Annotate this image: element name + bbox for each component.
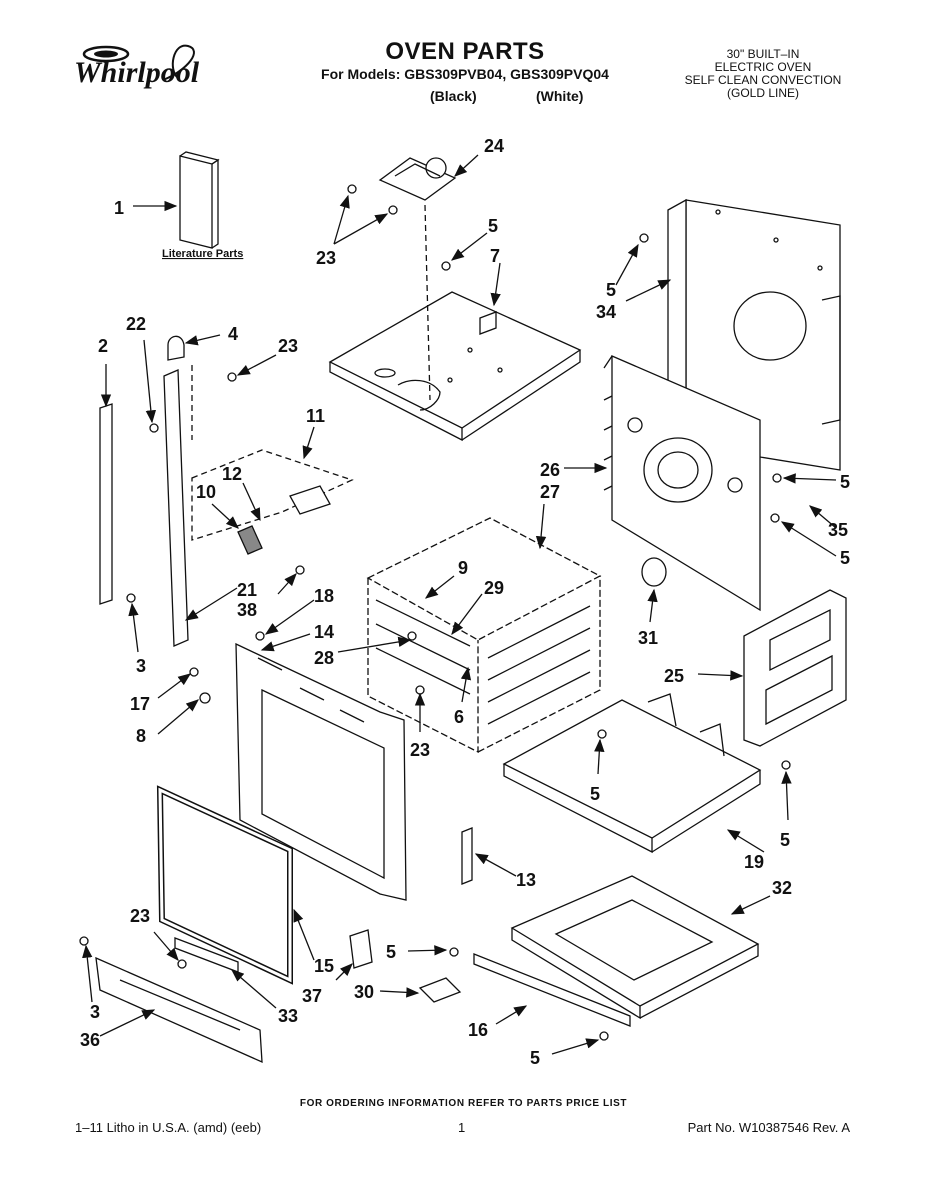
callout-19: 19 bbox=[744, 852, 764, 872]
literature-parts-label: Literature Parts bbox=[162, 248, 243, 260]
bottom-pan bbox=[510, 875, 760, 1020]
color-white: (White) bbox=[536, 88, 584, 104]
mounting-bracket bbox=[461, 827, 473, 885]
callout-29: 29 bbox=[484, 578, 504, 598]
ordering-note: FOR ORDERING INFORMATION REFER TO PARTS … bbox=[299, 1098, 628, 1109]
thermal-fuse bbox=[641, 557, 667, 587]
door-latch-bracket bbox=[349, 929, 373, 969]
callout-5: 5 bbox=[840, 472, 850, 492]
oven-cavity bbox=[366, 517, 602, 754]
callout-32: 32 bbox=[772, 878, 792, 898]
callout-13: 13 bbox=[516, 870, 536, 890]
callout-31: 31 bbox=[638, 628, 658, 648]
callout-5: 5 bbox=[606, 280, 616, 300]
callout-5: 5 bbox=[840, 548, 850, 568]
rear-panel bbox=[667, 198, 841, 471]
callout-17: 17 bbox=[130, 694, 150, 714]
callout-14: 14 bbox=[314, 622, 334, 642]
callout-5: 5 bbox=[590, 784, 600, 804]
hinge-bracket bbox=[418, 977, 462, 1003]
callout-26: 26 bbox=[540, 460, 560, 480]
callout-16: 16 bbox=[468, 1020, 488, 1040]
callout-12: 12 bbox=[222, 464, 242, 484]
callout-3: 3 bbox=[90, 1002, 100, 1022]
door-gasket bbox=[156, 785, 293, 985]
callout-28: 28 bbox=[314, 648, 334, 668]
callout-7: 7 bbox=[490, 246, 500, 266]
callout-9: 9 bbox=[458, 558, 468, 578]
side-trim-left bbox=[99, 369, 189, 647]
callout-5: 5 bbox=[780, 830, 790, 850]
callout-25: 25 bbox=[664, 666, 684, 686]
screws bbox=[79, 184, 791, 1041]
callout-5: 5 bbox=[488, 216, 498, 236]
callout-34: 34 bbox=[596, 302, 616, 322]
brand-wordmark: Whirlpool bbox=[74, 56, 200, 89]
callout-21: 21 bbox=[237, 580, 257, 600]
side-panel-right bbox=[743, 589, 847, 747]
callout-1: 1 bbox=[114, 198, 124, 218]
litho-info: 1–11 Litho in U.S.A. (amd) (eeb) bbox=[75, 1120, 262, 1135]
literature-book bbox=[179, 151, 220, 249]
callout-35: 35 bbox=[828, 520, 848, 540]
callout-15: 15 bbox=[314, 956, 334, 976]
model-numbers: For Models: GBS309PVB04, GBS309PVQ04 bbox=[321, 66, 609, 82]
callout-38: 38 bbox=[237, 600, 257, 620]
callout-2: 2 bbox=[98, 336, 108, 356]
callout-23: 23 bbox=[410, 740, 430, 760]
callout-3: 3 bbox=[136, 656, 146, 676]
desc-line: ELECTRIC OVEN bbox=[714, 60, 812, 74]
callout-23: 23 bbox=[278, 336, 298, 356]
front-trim-strip bbox=[473, 953, 631, 1027]
vent-trim bbox=[95, 956, 263, 1064]
product-description: 30" BUILT–IN ELECTRIC OVEN SELF CLEAN CO… bbox=[668, 48, 858, 100]
whirlpool-logo: Whirlpool bbox=[74, 44, 200, 89]
callout-6: 6 bbox=[454, 707, 464, 727]
convection-back-plate bbox=[603, 355, 761, 612]
selector-switch-assembly bbox=[378, 157, 457, 201]
callout-10: 10 bbox=[196, 482, 216, 502]
desc-line: SELF CLEAN CONVECTION bbox=[684, 73, 842, 87]
desc-line: 30" BUILT–IN bbox=[726, 47, 800, 61]
callout-22: 22 bbox=[126, 314, 146, 334]
callout-30: 30 bbox=[354, 982, 374, 1002]
oven-top-panel bbox=[328, 291, 582, 442]
wiring-bracket-area bbox=[191, 449, 354, 541]
callout-numbers: 1 Literature Parts 2 3 3 4 5 5 5 5 5 5 5… bbox=[80, 136, 850, 1068]
callout-23: 23 bbox=[316, 248, 336, 268]
desc-line: (GOLD LINE) bbox=[726, 86, 799, 100]
callout-4: 4 bbox=[228, 324, 238, 344]
hinge-receptacle bbox=[167, 335, 185, 361]
page-title: OVEN PARTS bbox=[385, 38, 545, 65]
callout-18: 18 bbox=[314, 586, 334, 606]
callout-5: 5 bbox=[530, 1048, 540, 1068]
callout-5: 5 bbox=[386, 942, 396, 962]
callout-33: 33 bbox=[278, 1006, 298, 1026]
bottom-insulation-tray bbox=[502, 693, 762, 854]
page-number: 1 bbox=[458, 1120, 466, 1135]
leader-lines bbox=[82, 154, 837, 1055]
oven-cavity-racks bbox=[375, 599, 591, 725]
front-frame bbox=[235, 642, 407, 901]
callout-36: 36 bbox=[80, 1030, 100, 1050]
callout-23: 23 bbox=[130, 906, 150, 926]
callout-11: 11 bbox=[306, 406, 325, 426]
callout-8: 8 bbox=[136, 726, 146, 746]
color-black: (Black) bbox=[430, 88, 477, 104]
callout-27: 27 bbox=[540, 482, 560, 502]
callout-24: 24 bbox=[484, 136, 504, 156]
part-number: Part No. W10387546 Rev. A bbox=[687, 1120, 850, 1135]
callout-37: 37 bbox=[302, 986, 322, 1006]
